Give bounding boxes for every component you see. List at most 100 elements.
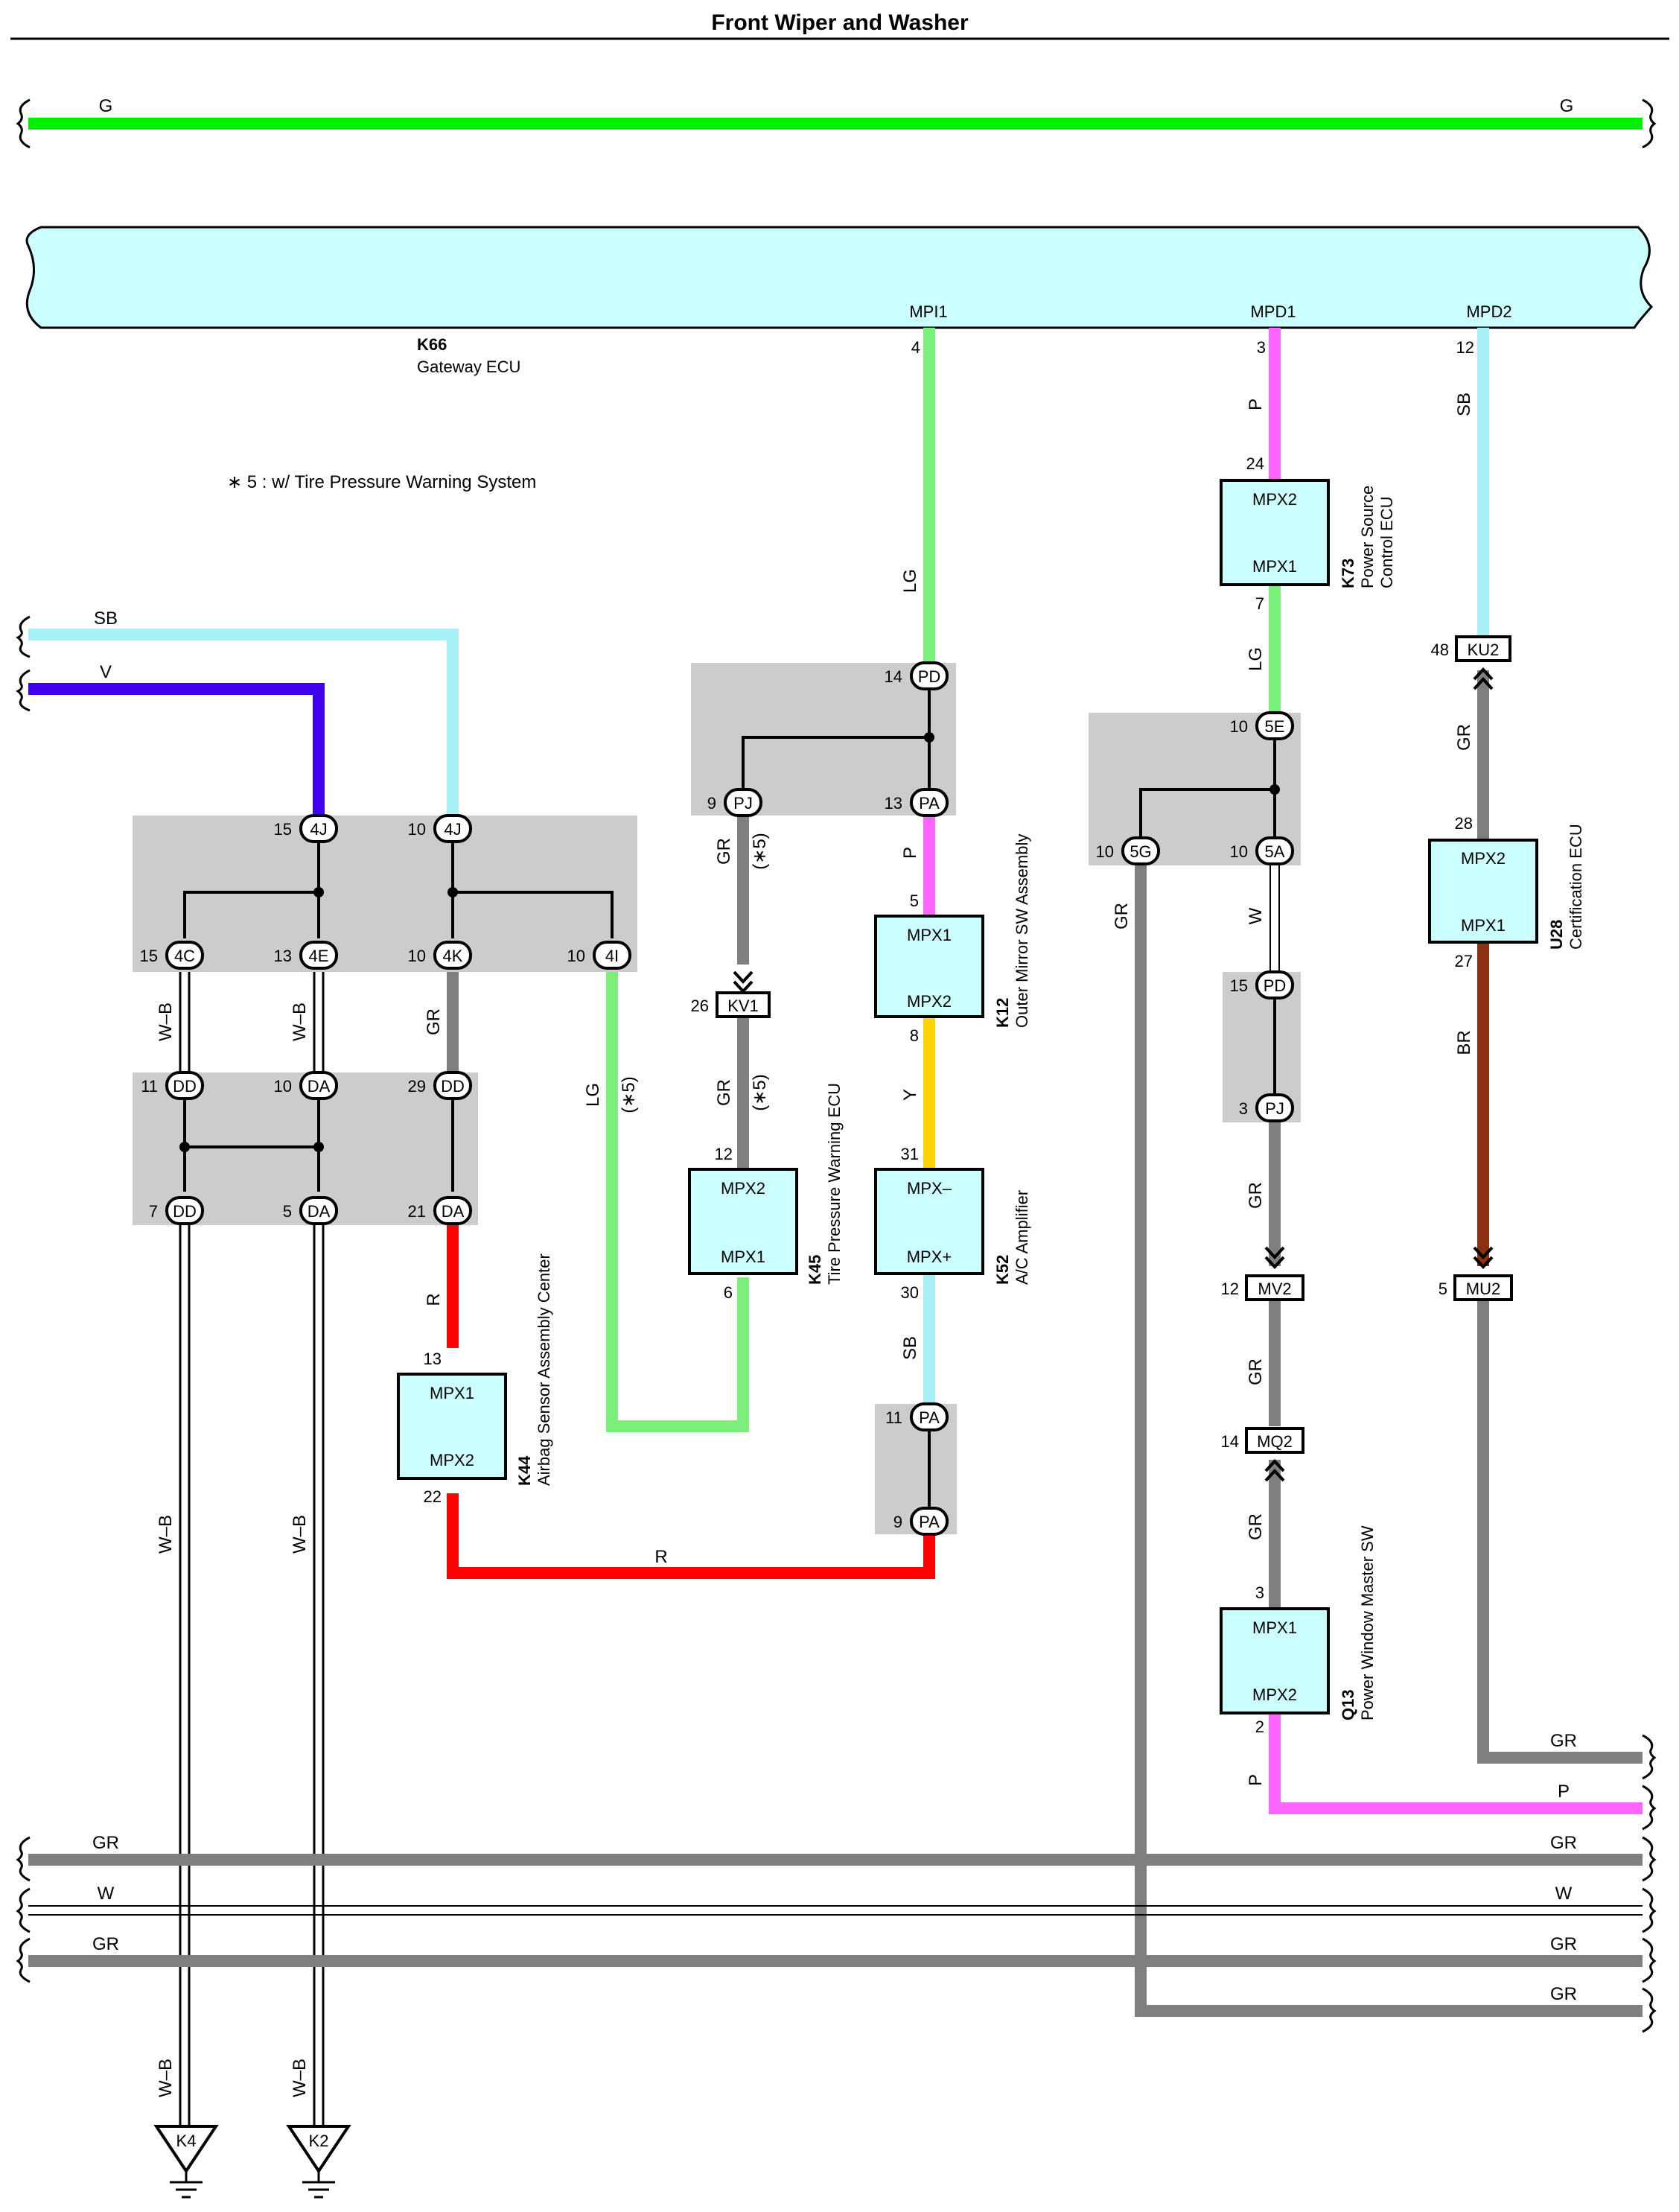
svg-text:MPX1: MPX1	[1461, 916, 1506, 935]
svg-text:13: 13	[885, 794, 902, 813]
svg-text:K45: K45	[806, 1255, 824, 1285]
svg-text:Outer Mirror SW Assembly: Outer Mirror SW Assembly	[1013, 834, 1031, 1028]
svg-text:5E: 5E	[1265, 717, 1285, 736]
svg-text:10: 10	[274, 1077, 292, 1096]
wire-label-v-left: V	[100, 662, 112, 682]
svg-text:P: P	[1246, 1774, 1266, 1786]
svg-text:Power Source: Power Source	[1358, 486, 1377, 588]
svg-text:GR: GR	[714, 838, 734, 865]
diagram-title: Front Wiper and Washer	[711, 10, 969, 35]
svg-text:MPX1: MPX1	[1252, 557, 1297, 576]
svg-text:13: 13	[274, 947, 292, 965]
svg-text:GR: GR	[1454, 724, 1474, 751]
svg-text:W–B: W–B	[290, 1515, 310, 1554]
left-feed-wires: SB V	[16, 608, 459, 816]
svg-text:5: 5	[1439, 1280, 1447, 1298]
svg-text:30: 30	[901, 1283, 919, 1302]
svg-text:LG: LG	[583, 1083, 603, 1107]
svg-text:13: 13	[424, 1350, 442, 1368]
svg-text:(∗5): (∗5)	[750, 833, 770, 869]
component-k45: MPX2 MPX1 12 6 K45 Tire Pressure Warning…	[688, 1083, 844, 1302]
svg-text:MPX1: MPX1	[1252, 1618, 1297, 1637]
mpd1-column-wires	[1135, 328, 1643, 2017]
svg-text:K73: K73	[1339, 559, 1357, 588]
ground-k4: K4	[153, 2125, 219, 2199]
svg-text:7: 7	[1255, 594, 1264, 613]
svg-text:10: 10	[408, 947, 426, 965]
gateway-pin-mpd1: 3	[1257, 338, 1266, 357]
svg-text:3: 3	[1255, 1583, 1264, 1602]
svg-text:24: 24	[1246, 454, 1264, 473]
svg-text:8: 8	[910, 1026, 919, 1045]
svg-text:15: 15	[274, 820, 292, 839]
wire-label-g-left: G	[99, 96, 113, 116]
svg-text:MPX2: MPX2	[1252, 1685, 1297, 1704]
svg-text:4E: 4E	[309, 947, 329, 965]
svg-text:11: 11	[141, 1077, 158, 1096]
gateway-name: Gateway ECU	[417, 357, 520, 376]
component-k52: MPX– MPX+ 31 30 K52 A/C Amplifier	[874, 1145, 1031, 1302]
svg-text:W–B: W–B	[156, 2059, 176, 2097]
svg-text:W: W	[1555, 1884, 1573, 1904]
svg-text:MPX1: MPX1	[721, 1248, 765, 1266]
svg-text:MPX–: MPX–	[907, 1179, 952, 1198]
svg-text:P: P	[1246, 398, 1266, 410]
svg-text:10: 10	[567, 947, 585, 965]
svg-text:P: P	[900, 847, 920, 859]
svg-text:GR: GR	[1246, 1182, 1266, 1209]
svg-text:15: 15	[1230, 976, 1248, 995]
svg-text:KV1: KV1	[727, 997, 759, 1015]
svg-text:10: 10	[1230, 842, 1248, 861]
svg-text:GR: GR	[714, 1079, 734, 1106]
svg-text:28: 28	[1455, 814, 1473, 833]
mpd2-column-wires	[1477, 328, 1643, 1764]
bottom-buses	[16, 1734, 1657, 2033]
connector-mu2: MU2 5	[1439, 1274, 1513, 1301]
svg-text:PJ: PJ	[733, 794, 753, 813]
svg-text:10: 10	[1230, 717, 1248, 736]
svg-text:MPX1: MPX1	[430, 1384, 474, 1402]
svg-text:K4: K4	[176, 2132, 197, 2150]
svg-text:4J: 4J	[444, 820, 461, 839]
wire-label-g-right: G	[1560, 96, 1574, 116]
svg-text:(∗5): (∗5)	[750, 1074, 770, 1110]
connector-5e: 5E 10	[1230, 711, 1294, 740]
mpi1-column-wires	[737, 328, 935, 1508]
svg-text:Tire Pressure Warning ECU: Tire Pressure Warning ECU	[825, 1083, 844, 1285]
connector-4i: 4I 10	[567, 941, 631, 970]
component-k73: MPX2 MPX1 24 7 K73 Power Source Control …	[1220, 454, 1396, 613]
svg-text:GR: GR	[1550, 1934, 1577, 1954]
svg-text:GR: GR	[1550, 1833, 1577, 1853]
gateway-terminal-mpi1: MPI1	[909, 302, 947, 321]
svg-text:4I: 4I	[605, 947, 619, 965]
svg-text:7: 7	[149, 1202, 158, 1221]
svg-text:MV2: MV2	[1258, 1280, 1291, 1298]
svg-text:DD: DD	[173, 1202, 197, 1221]
svg-text:GR: GR	[92, 1934, 119, 1954]
svg-text:MPX2: MPX2	[721, 1179, 765, 1198]
svg-text:Power Window Master SW: Power Window Master SW	[1358, 1525, 1377, 1720]
connector-mv2: MV2 12	[1221, 1274, 1304, 1301]
svg-text:MU2: MU2	[1466, 1280, 1500, 1298]
gateway-terminal-mpd2: MPD2	[1466, 302, 1511, 321]
svg-text:48: 48	[1431, 641, 1449, 659]
svg-text:14: 14	[1221, 1432, 1239, 1451]
svg-text:12: 12	[1221, 1280, 1239, 1298]
svg-text:Airbag Sensor Assembly Center: Airbag Sensor Assembly Center	[535, 1253, 553, 1486]
svg-text:22: 22	[424, 1487, 442, 1506]
svg-text:12: 12	[715, 1145, 733, 1163]
svg-text:11: 11	[885, 1408, 902, 1427]
gateway-ecu: MPI1 MPD1 MPD2 K66 Gateway ECU	[25, 226, 1654, 376]
